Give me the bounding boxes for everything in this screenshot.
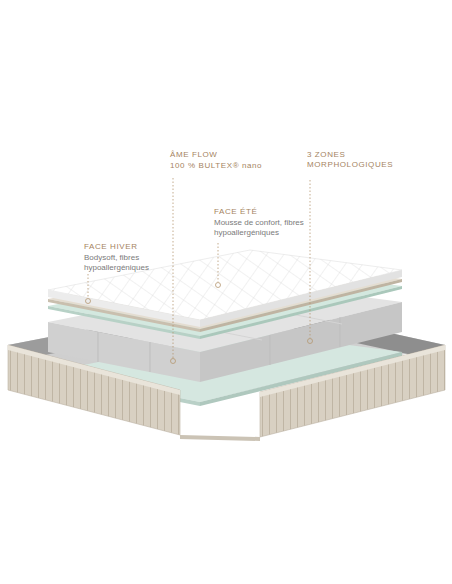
part-title: ÂME FLOW: [170, 150, 290, 160]
part-description: Mousse de confort, fibres hypoallergéniq…: [214, 218, 322, 238]
part-title: 3 ZONES MORPHOLOGIQUES: [307, 150, 387, 170]
part-subtitle: 100 % BULTEX® nano: [170, 161, 290, 171]
part-title: FACE ÉTÉ: [214, 207, 324, 217]
part-title: FACE HIVER: [84, 242, 194, 252]
part-description: Bodysoft, fibres hypoallergéniques: [84, 253, 170, 273]
